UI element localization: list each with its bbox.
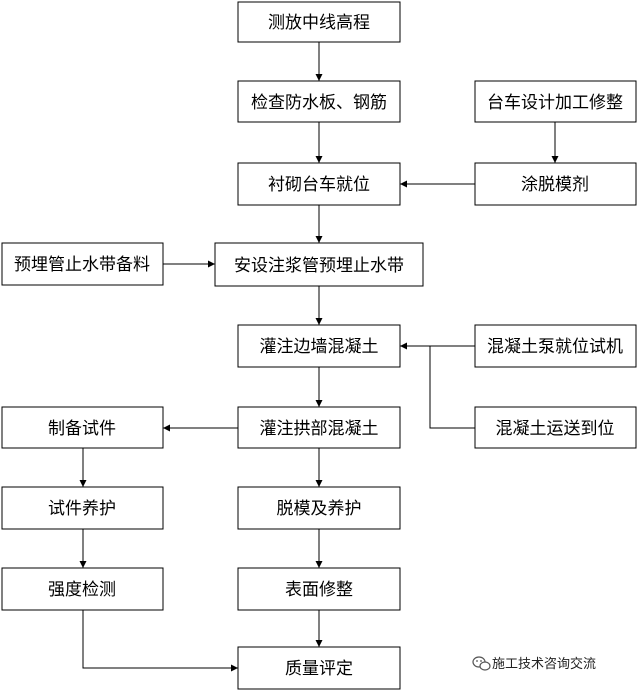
node-check-waterproof-rebar: 检查防水板、钢筋	[237, 80, 401, 123]
node-quality-assessment: 质量评定	[237, 646, 401, 690]
node-label: 混凝土泵就位试机	[487, 337, 623, 357]
node-label: 台车设计加工修整	[487, 93, 623, 113]
node-label: 灌注边墙混凝土	[260, 337, 379, 357]
node-strength-test: 强度检测	[1, 567, 164, 611]
node-surface-finish: 表面修整	[237, 567, 401, 611]
node-label: 衬砌台车就位	[268, 175, 370, 195]
edges	[79, 42, 559, 672]
node-trolley-design: 台车设计加工修整	[474, 80, 637, 123]
node-pour-sidewall: 灌注边墙混凝土	[237, 324, 401, 368]
node-pump-position: 混凝土泵就位试机	[474, 324, 637, 368]
node-label: 灌注拱部混凝土	[260, 419, 379, 439]
node-measure-centerline: 测放中线高程	[237, 1, 401, 43]
node-make-specimens: 制备试件	[1, 406, 164, 449]
edge-transport-to-sidewall	[429, 346, 475, 429]
node-label: 检查防水板、钢筋	[251, 93, 387, 113]
node-apply-release-agent: 涂脱模剂	[474, 162, 637, 206]
node-label: 强度检测	[48, 580, 116, 600]
node-label: 混凝土运送到位	[496, 419, 615, 439]
node-label: 安设注浆管预埋止水带	[234, 256, 404, 276]
node-concrete-transport: 混凝土运送到位	[474, 406, 637, 449]
watermark-text: 施工技术咨询交流	[492, 656, 596, 672]
edge-strength-to-quality	[82, 610, 238, 672]
node-label: 试件养护	[48, 499, 116, 519]
node-lining-trolley-position: 衬砌台车就位	[237, 162, 401, 206]
node-pour-arch: 灌注拱部混凝土	[237, 406, 401, 449]
node-label: 表面修整	[285, 580, 353, 600]
node-prepare-waterstop: 预埋管止水带备料	[1, 242, 164, 286]
node-label: 预埋管止水带备料	[14, 255, 150, 275]
wechat-icon	[472, 656, 491, 671]
node-label: 测放中线高程	[268, 13, 370, 33]
node-label: 质量评定	[285, 659, 353, 679]
node-label: 制备试件	[48, 419, 116, 439]
node-label: 涂脱模剂	[521, 175, 589, 195]
watermark: 施工技术咨询交流	[472, 656, 596, 672]
node-install-grout-waterstop: 安设注浆管预埋止水带	[214, 242, 424, 287]
node-label: 脱模及养护	[277, 499, 362, 519]
node-specimen-curing: 试件养护	[1, 486, 164, 530]
node-demold-curing: 脱模及养护	[237, 486, 401, 530]
